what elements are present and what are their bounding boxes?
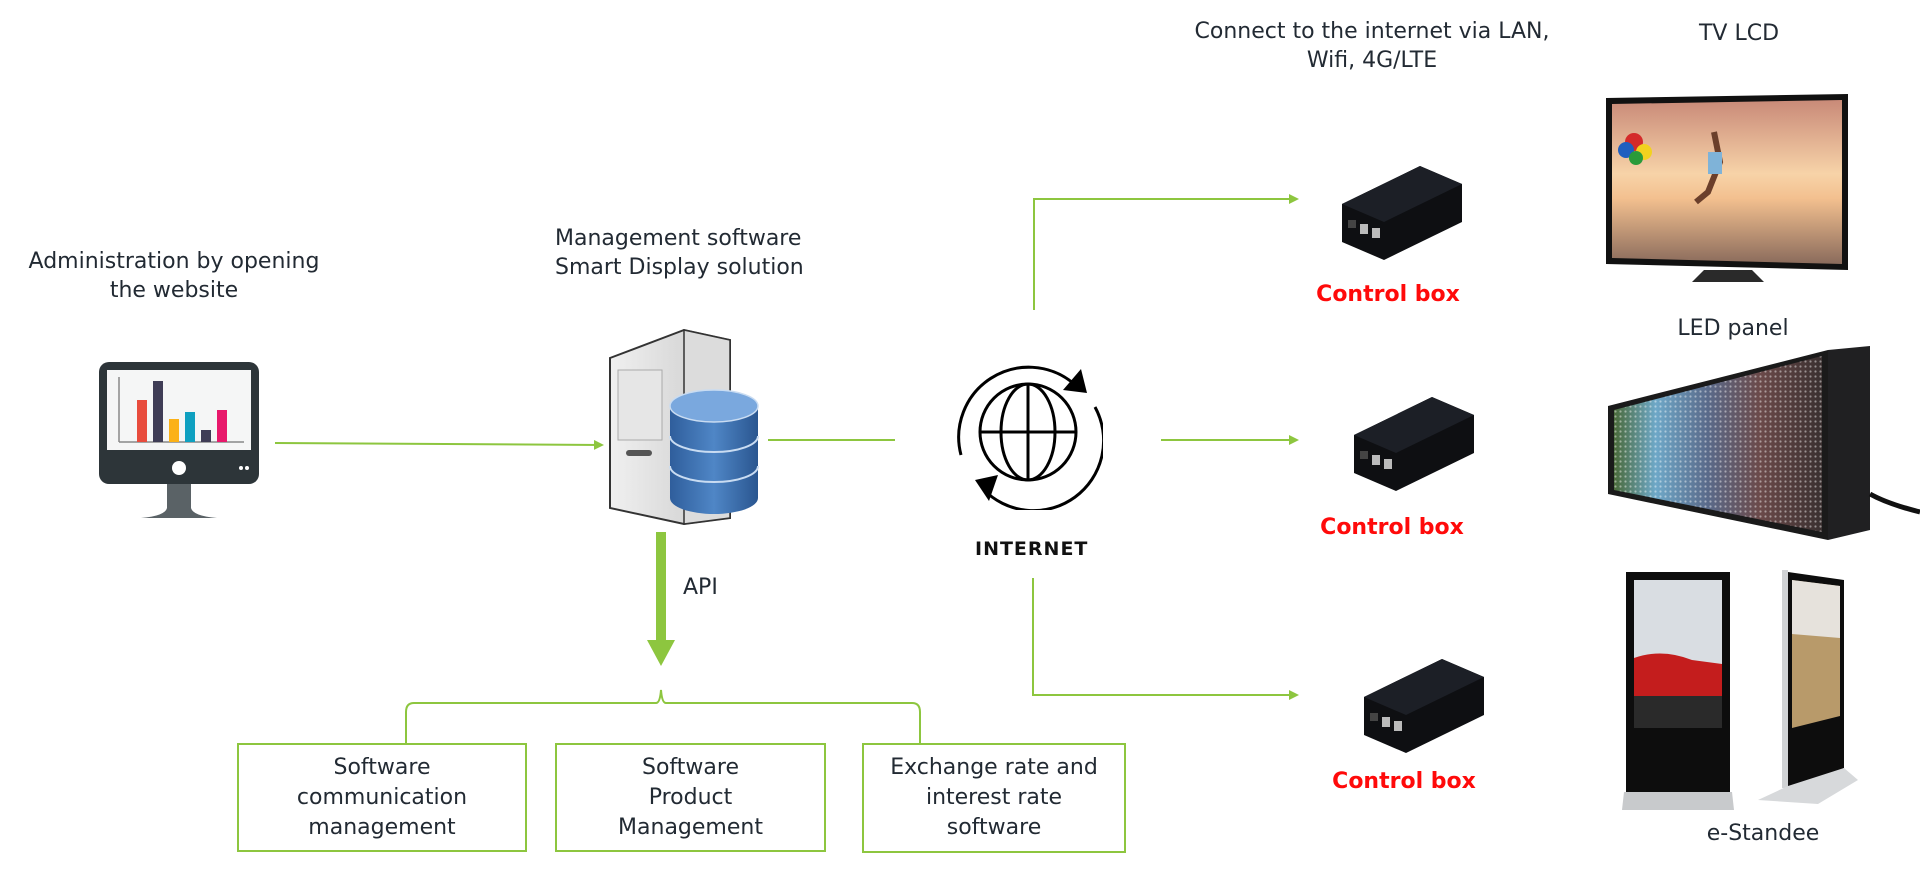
module-text: Software communication management <box>297 753 467 843</box>
module-line: Software <box>333 754 431 780</box>
tv-lcd-label: TV LCD <box>1698 21 1780 46</box>
globe-sync-icon <box>957 365 1103 510</box>
tv-lcd-icon <box>1606 94 1848 282</box>
api-label: API <box>683 575 718 600</box>
internet-to-box1-connector <box>1033 194 1299 310</box>
e-standee-label: e-Standee <box>1706 821 1820 846</box>
module-line: Software <box>642 754 739 780</box>
module-line: management <box>308 814 456 840</box>
admin-label: Administration by opening the website <box>6 247 342 305</box>
server-label-line2: Smart Display solution <box>555 255 804 280</box>
server-database-icon <box>609 328 759 526</box>
led-panel-label: LED panel <box>1677 316 1789 341</box>
module-line: Exchange rate and <box>890 755 1098 780</box>
module-box-product[interactable]: Software Product Management <box>555 743 826 852</box>
admin-label-line2: the website <box>109 278 239 303</box>
module-text: Exchange rate and interest rate software <box>890 753 1098 843</box>
monitor-chart-icon <box>99 362 259 518</box>
module-line: Management <box>618 814 763 840</box>
control-box-label-1: Control box <box>1316 282 1460 307</box>
module-line: communication <box>296 784 468 810</box>
connectivity-label: Connect to the internet via LAN, Wifi, 4… <box>1170 17 1574 75</box>
led-panel-icon <box>1608 346 1920 540</box>
control-box-label-3: Control box <box>1332 769 1476 794</box>
connectivity-label-line1: Connect to the internet via LAN, <box>1194 19 1550 44</box>
e-standee-icon <box>1622 570 1858 810</box>
admin-label-line1: Administration by opening <box>28 249 320 274</box>
module-line: Product <box>648 784 733 810</box>
control-box-icon <box>1354 397 1474 491</box>
server-label-line1: Management software <box>555 226 802 251</box>
control-box-icon <box>1342 166 1462 260</box>
api-arrow-head <box>647 640 675 666</box>
connectivity-label-line2: Wifi, 4G/LTE <box>1306 48 1438 73</box>
api-arrow-shaft <box>656 532 666 642</box>
module-box-communication[interactable]: Software communication management <box>237 743 527 852</box>
module-text: Software Product Management <box>618 753 763 843</box>
internet-to-box3-connector <box>1032 578 1299 700</box>
modules-bracket <box>405 689 921 743</box>
module-line: interest rate <box>925 785 1063 810</box>
internet-label: INTERNET <box>975 538 1089 560</box>
control-box-icon <box>1364 659 1484 753</box>
module-box-exchange-rate[interactable]: Exchange rate and interest rate software <box>862 743 1126 853</box>
admin-to-server-connector <box>274 439 604 450</box>
control-box-label-2: Control box <box>1320 515 1464 540</box>
server-label: Management software Smart Display soluti… <box>555 224 845 282</box>
module-line: software <box>946 815 1042 840</box>
